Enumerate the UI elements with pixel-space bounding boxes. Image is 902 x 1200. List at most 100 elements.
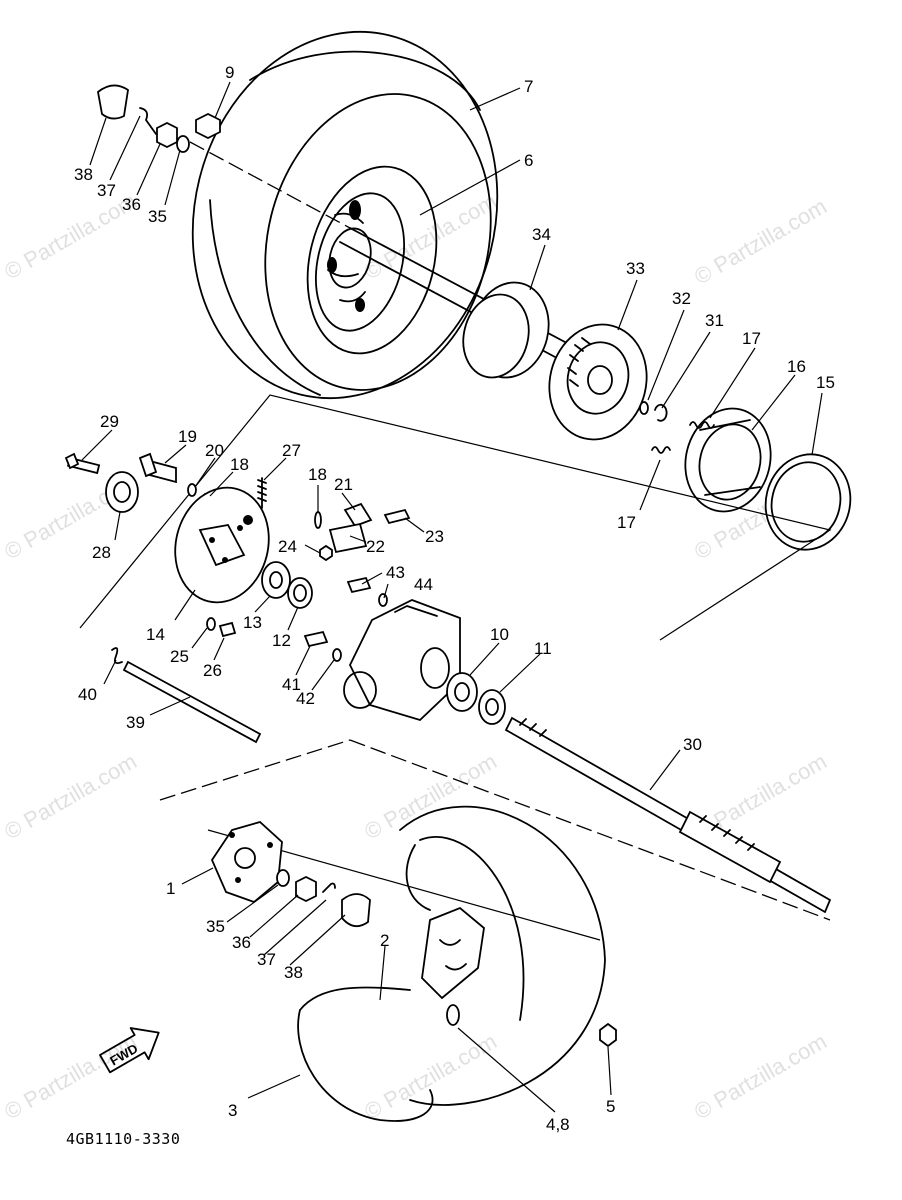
- bolt-23: [383, 508, 411, 525]
- seal-12: [287, 577, 313, 609]
- washer-35: [176, 135, 190, 153]
- callout-30: 30: [683, 735, 702, 754]
- lower-rim: [421, 906, 485, 1026]
- spring-17b: [651, 446, 671, 454]
- bracket-22: [328, 522, 368, 554]
- brake-shoes-16: [684, 407, 772, 513]
- callout-13: 13: [243, 613, 262, 632]
- callout-24: 24: [278, 537, 297, 556]
- callout-41: 41: [282, 675, 301, 694]
- clip-40: [111, 647, 123, 665]
- nut-5: [599, 1022, 617, 1048]
- cap-38b: [341, 893, 371, 928]
- upper-rim: [306, 165, 438, 355]
- callout-18: 18: [308, 465, 327, 484]
- washer-35b: [276, 869, 290, 887]
- callout-40: 40: [78, 685, 97, 704]
- castle-nut-36b: [295, 875, 317, 903]
- watermark: © Partzilla.com: [360, 1029, 501, 1125]
- callout-37: 37: [257, 950, 276, 969]
- callout-42: 42: [296, 689, 315, 708]
- bolt-41: [303, 630, 329, 648]
- callout-12: 12: [272, 631, 291, 650]
- callout-29: 29: [100, 412, 119, 431]
- brake-plate-14: [174, 486, 270, 604]
- seal-11: [478, 689, 506, 725]
- callout-39: 39: [126, 713, 145, 732]
- center-line: [159, 739, 351, 801]
- bolt-43: [346, 576, 372, 594]
- cotter-pin-37b: [322, 882, 336, 893]
- callout-44: 44: [414, 575, 433, 594]
- callout-37: 37: [97, 181, 116, 200]
- upper-tire: [191, 30, 499, 400]
- callout-34: 34: [532, 225, 551, 244]
- cotter-pin-37: [139, 107, 157, 135]
- callout-27: 27: [282, 441, 301, 460]
- bolt-29: [64, 452, 101, 475]
- watermark: © Partzilla.com: [0, 749, 141, 845]
- callout-20: 20: [205, 441, 224, 460]
- callout-4-8: 4,8: [546, 1115, 570, 1134]
- washer-20: [187, 483, 197, 497]
- callout-25: 25: [170, 647, 189, 666]
- callout-16: 16: [787, 357, 806, 376]
- callout-17: 17: [617, 513, 636, 532]
- bearing-13: [261, 561, 291, 599]
- callout-18: 18: [230, 455, 249, 474]
- callout-10: 10: [490, 625, 509, 644]
- callout-22: 22: [366, 537, 385, 556]
- axle-housing: [343, 599, 461, 722]
- center-line: [349, 739, 831, 921]
- callout-labels: 7 9 38 37 36 35 6 34 33 32 31 17 16 15 1…: [74, 63, 835, 1134]
- callout-1: 1: [166, 879, 175, 898]
- ring-34: [462, 281, 550, 379]
- wheel-nut-9: [195, 112, 221, 140]
- watermark: © Partzilla.com: [0, 189, 141, 285]
- callout-32: 32: [672, 289, 691, 308]
- callout-23: 23: [425, 527, 444, 546]
- bearing-10: [446, 672, 478, 712]
- callout-3: 3: [228, 1101, 237, 1120]
- pin-18b: [314, 511, 322, 529]
- o-ring-32: [639, 401, 649, 415]
- callout-28: 28: [92, 543, 111, 562]
- brake-drum-33: [548, 323, 648, 441]
- bolt-26: [218, 621, 237, 638]
- callout-2: 2: [380, 931, 389, 950]
- callout-38: 38: [74, 165, 93, 184]
- watermark: © Partzilla.com: [690, 194, 831, 290]
- callout-9: 9: [225, 63, 234, 82]
- lower-tire: [297, 805, 606, 1122]
- callout-21: 21: [334, 475, 353, 494]
- callout-35: 35: [148, 207, 167, 226]
- callout-36: 36: [232, 933, 251, 952]
- seal-15: [764, 453, 852, 551]
- frame-line: [79, 394, 832, 641]
- callout-7: 7: [524, 77, 533, 96]
- circlip-31: [654, 403, 668, 422]
- callout-43: 43: [386, 563, 405, 582]
- callout-17: 17: [742, 329, 761, 348]
- diagram-code: 4GB1110-3330: [66, 1130, 180, 1148]
- callout-19: 19: [178, 427, 197, 446]
- washer-42: [332, 648, 342, 662]
- nut-24: [319, 544, 333, 562]
- spring-17a: [689, 421, 715, 429]
- washer-44: [378, 593, 388, 607]
- callout-26: 26: [203, 661, 222, 680]
- callout-33: 33: [626, 259, 645, 278]
- camshaft-19: [138, 452, 177, 484]
- callout-35: 35: [206, 917, 225, 936]
- watermark: © Partzilla.com: [690, 1029, 831, 1125]
- washer-25: [206, 617, 216, 631]
- callout-11: 11: [534, 639, 552, 658]
- callout-5: 5: [606, 1097, 615, 1116]
- axle-shaft-30: [504, 716, 832, 914]
- callout-38: 38: [284, 963, 303, 982]
- watermark: © Partzilla.com: [360, 749, 501, 845]
- callout-14: 14: [146, 625, 165, 644]
- spring-27: [257, 477, 267, 509]
- callout-15: 15: [816, 373, 835, 392]
